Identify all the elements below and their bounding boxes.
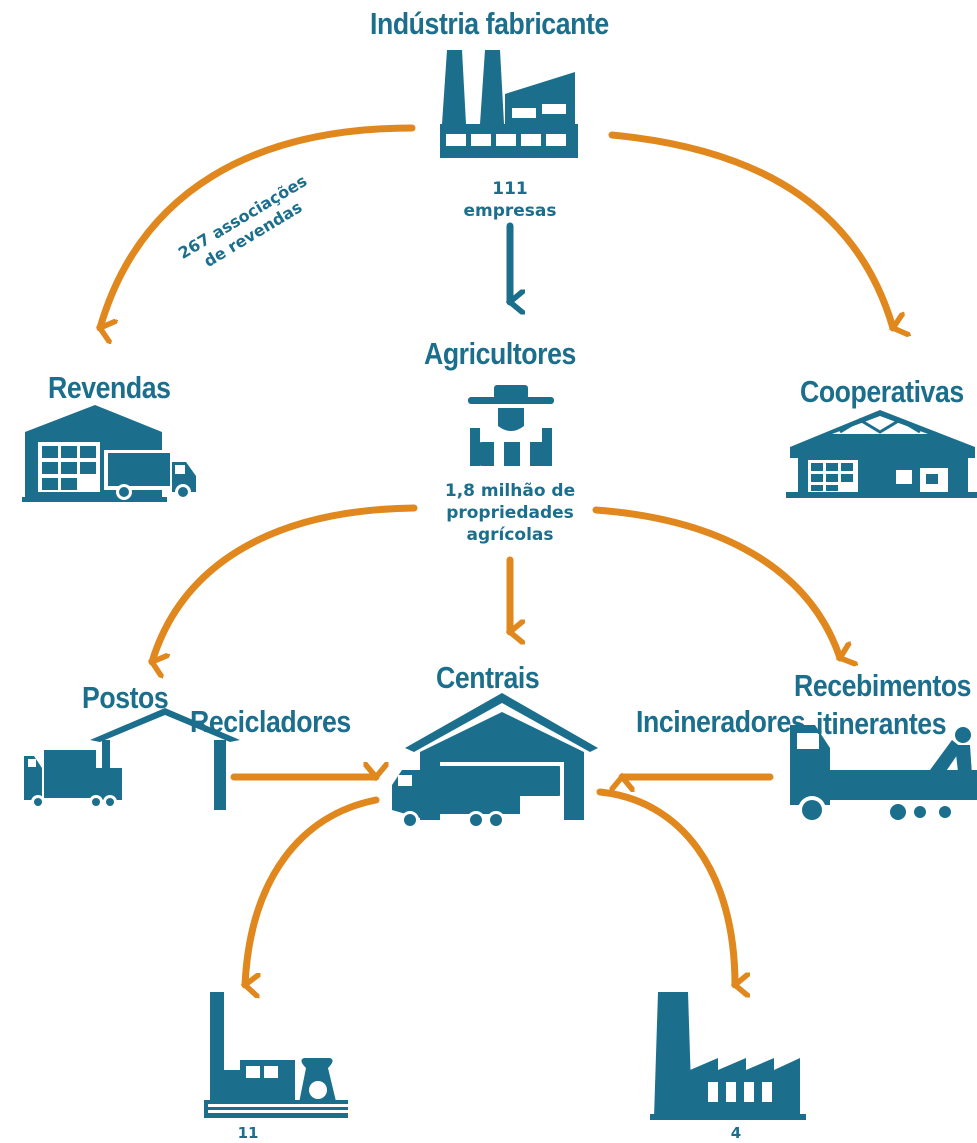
arrow-industria-to-cooperativas bbox=[608, 131, 893, 328]
industria-title: Indústria fabricante bbox=[370, 6, 609, 41]
arrow-centrais-to-incineradores bbox=[596, 788, 735, 985]
incineradores-title: Incineradores bbox=[636, 704, 806, 739]
central-warehouse-icon bbox=[392, 693, 598, 829]
warehouse-truck-icon bbox=[22, 405, 196, 502]
cooperativas-title: Cooperativas bbox=[800, 374, 964, 409]
arrow-agricultores-to-postos bbox=[152, 504, 418, 662]
industria-stat-label: empresas bbox=[463, 201, 557, 221]
agricultores-title: Agricultores bbox=[424, 336, 576, 371]
agricultores-stat-line2: propriedades bbox=[446, 503, 574, 523]
recicladores-title: Recicladores bbox=[190, 704, 351, 739]
recycling-plant-icon bbox=[204, 992, 348, 1118]
industria-stat-count: 111 bbox=[492, 179, 528, 199]
recebimentos-title-line2: itinerantes bbox=[816, 706, 947, 741]
recebimentos-title-line1: Recebimentos bbox=[794, 668, 972, 703]
itinerant-truck-icon bbox=[790, 725, 977, 824]
recicladores-stat: 11 bbox=[237, 1124, 259, 1142]
post-warehouse-icon bbox=[24, 708, 240, 810]
arrow-centrais-to-recicladores bbox=[245, 796, 380, 985]
farmer-icon bbox=[468, 385, 554, 466]
cooperative-warehouse-icon bbox=[786, 410, 977, 498]
incinerator-factory-icon bbox=[650, 992, 806, 1120]
revendas-title: Revendas bbox=[48, 370, 171, 405]
arrow-agricultores-to-recebimentos bbox=[592, 506, 840, 658]
factory-icon bbox=[440, 50, 578, 158]
recebimentos-title: Recebimentos bbox=[794, 668, 972, 704]
incineradores-stat: 4 bbox=[730, 1124, 742, 1142]
agricultores-stat-line3: agrícolas bbox=[466, 525, 554, 545]
industria-stat: 111 empresas bbox=[440, 178, 580, 222]
agricultores-stat-line1: 1,8 milhão de bbox=[444, 481, 576, 501]
agricultores-stat: 1,8 milhão de propriedades agrícolas bbox=[410, 480, 610, 546]
postos-title: Postos bbox=[82, 680, 169, 715]
centrais-title: Centrais bbox=[436, 660, 540, 695]
arrow-industria-to-revendas bbox=[100, 124, 416, 328]
